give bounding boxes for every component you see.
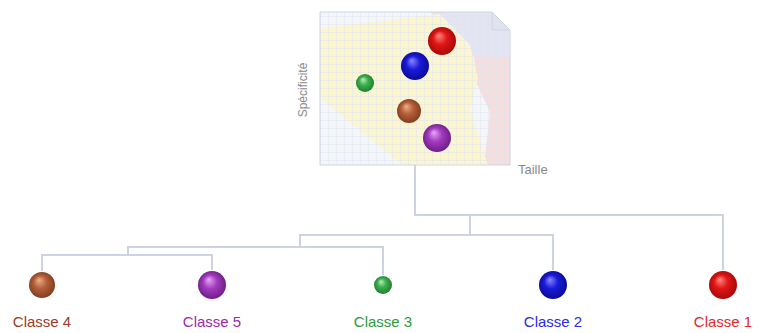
- tree-connector: [415, 165, 723, 270]
- bubble: [397, 99, 421, 123]
- tree-connector: [128, 165, 470, 270]
- axis-label: Taille: [518, 162, 548, 177]
- page-fold: [492, 12, 510, 30]
- class-node: Classe 2: [504, 268, 602, 331]
- class-label: Classe 1: [674, 313, 772, 331]
- axis-label-vertical: Spécificité: [296, 63, 310, 118]
- class-label: Classe 4: [0, 313, 91, 331]
- tree-connector: [42, 165, 470, 271]
- plot-border: [320, 12, 510, 165]
- plot-ground: [320, 12, 510, 165]
- class-bubble: [198, 271, 226, 299]
- class-label: Classe 5: [163, 313, 261, 331]
- class-symbol: [504, 268, 602, 313]
- tree-connector: [415, 165, 553, 270]
- plot-page: [320, 12, 510, 165]
- class-bubble: [374, 276, 392, 294]
- plot-node: SpécificitéTaille: [320, 12, 510, 165]
- bubble: [423, 124, 451, 152]
- class-bubble: [539, 271, 567, 299]
- class-node: Classe 5: [163, 268, 261, 331]
- bubble: [401, 52, 429, 80]
- plot-grid: [320, 12, 510, 165]
- class-symbol: [163, 268, 261, 313]
- class-node: Classe 4: [0, 268, 91, 331]
- class-bubble: [709, 271, 737, 299]
- tree-connector: [300, 165, 470, 275]
- class-bubble: [29, 272, 55, 298]
- class-label: Classe 2: [504, 313, 602, 331]
- bubble: [428, 27, 456, 55]
- class-symbol: [674, 268, 772, 313]
- class-label: Classe 3: [334, 313, 432, 331]
- class-symbol: [334, 268, 432, 313]
- bubble: [356, 74, 374, 92]
- class-node: Classe 1: [674, 268, 772, 331]
- class-symbol: [0, 268, 91, 313]
- class-node: Classe 3: [334, 268, 432, 331]
